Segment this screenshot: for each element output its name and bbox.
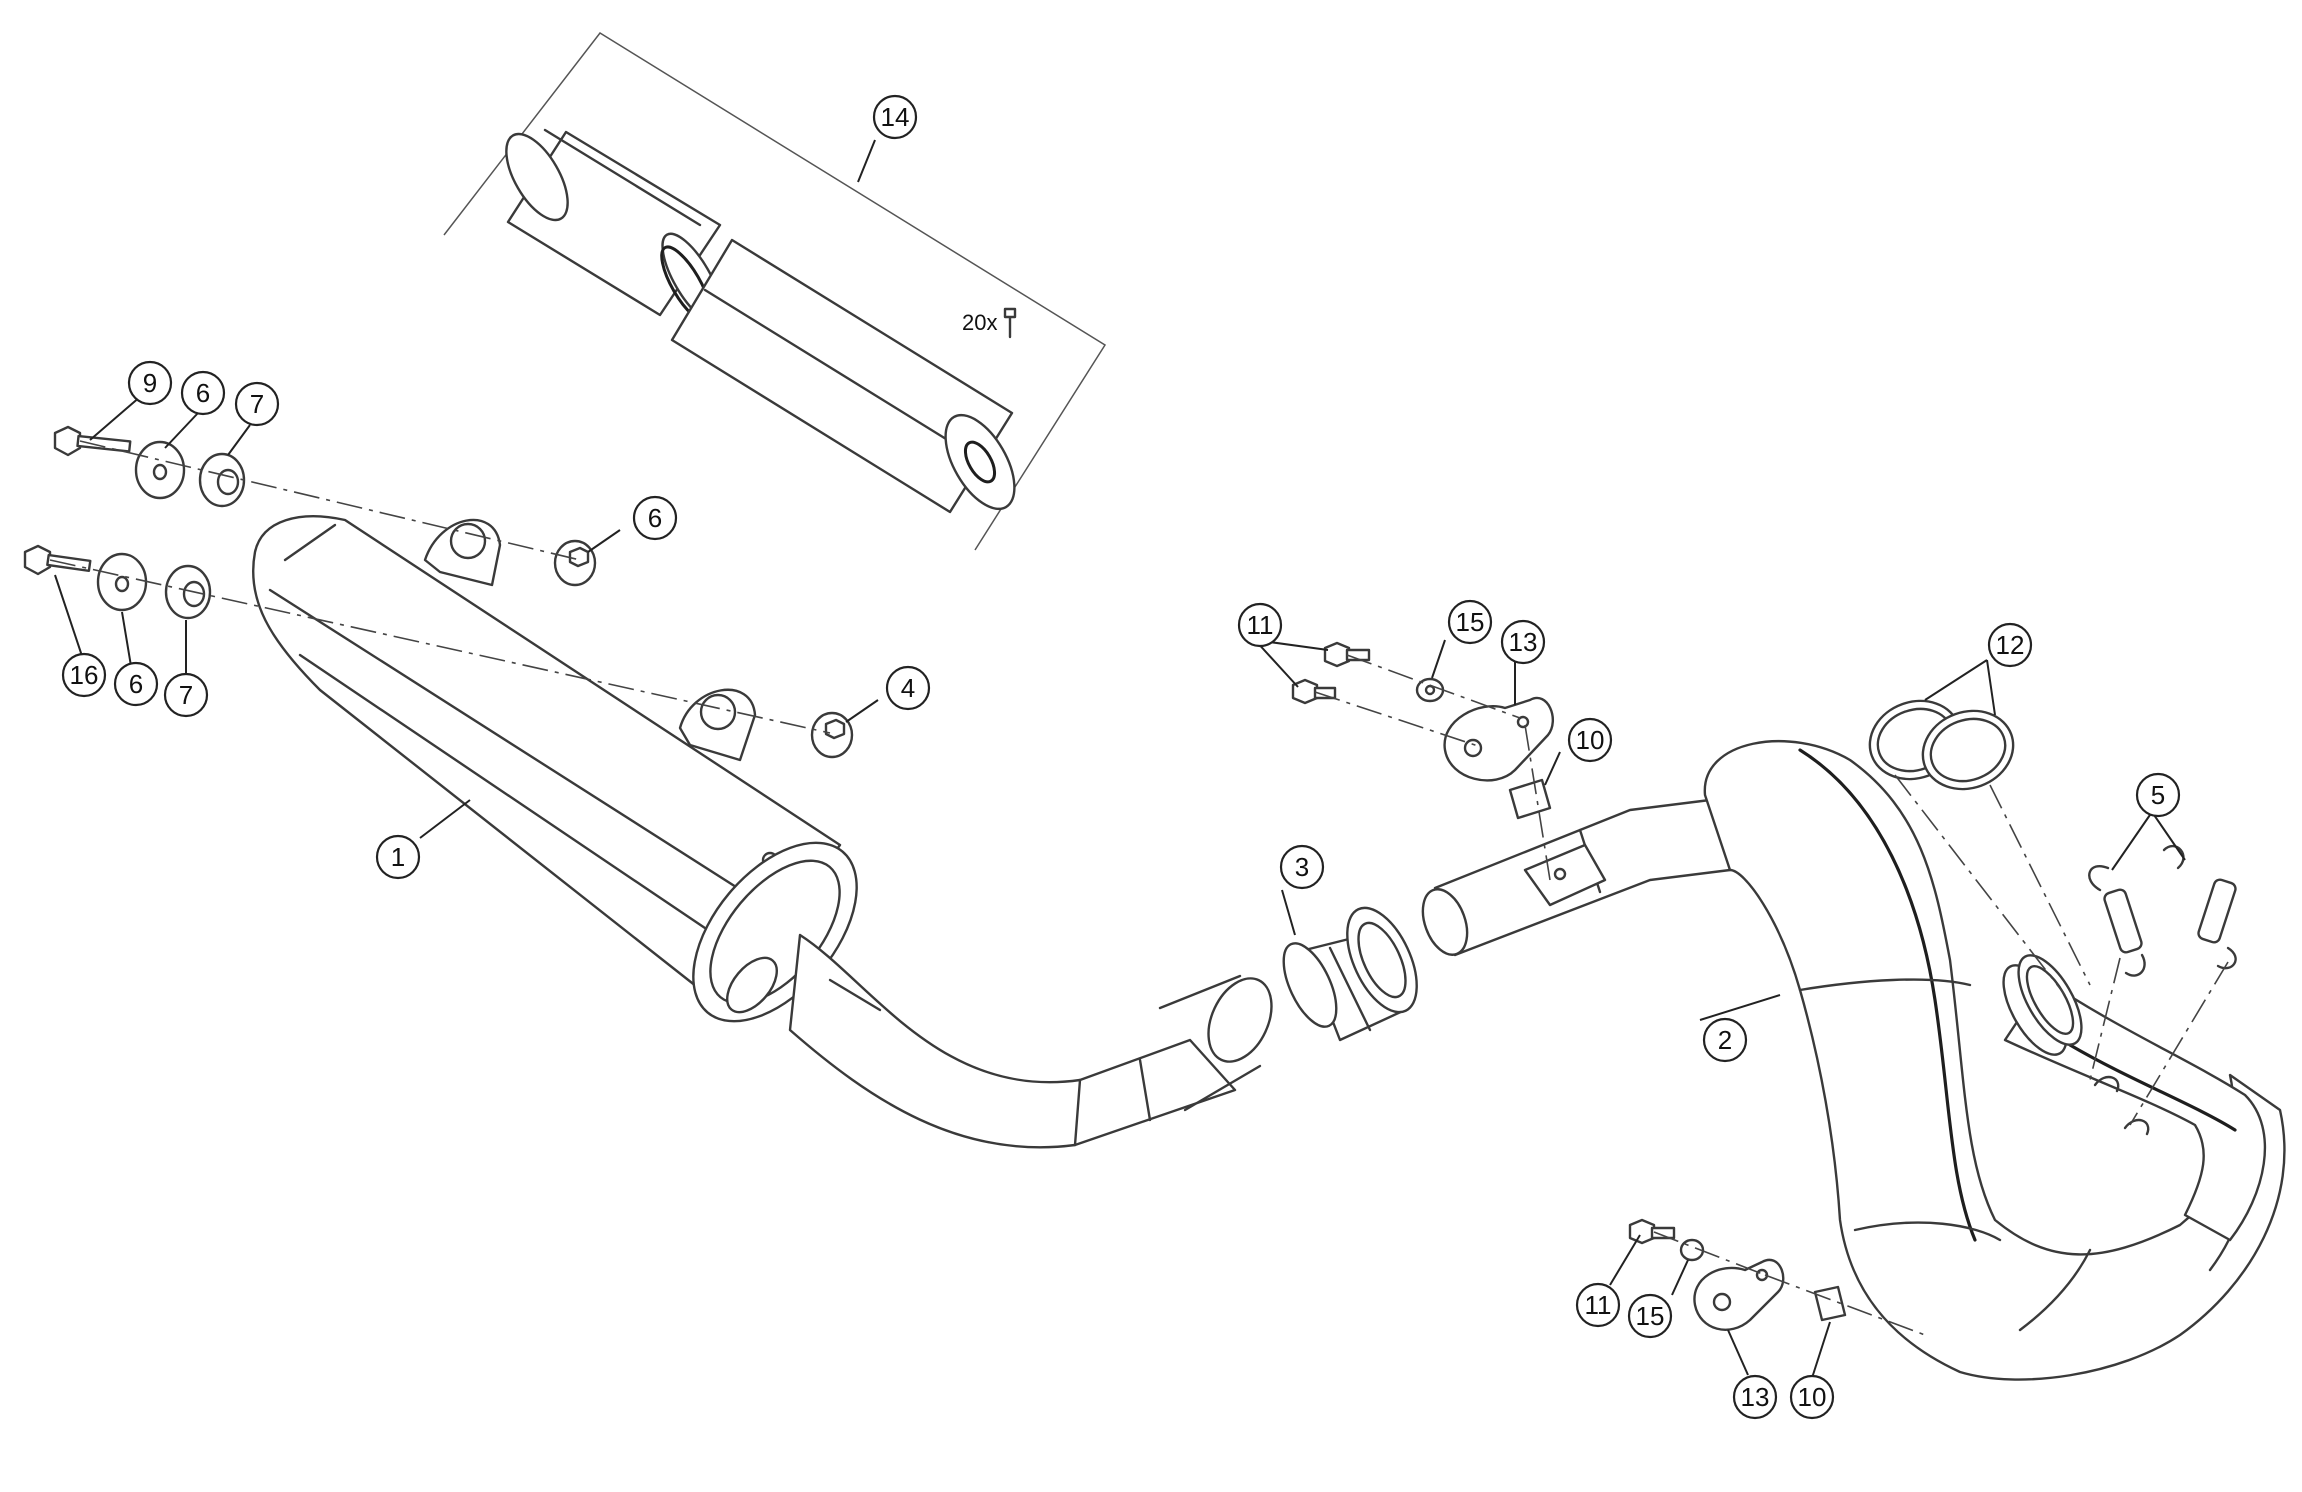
svg-text:13: 13 (1741, 1382, 1770, 1412)
svg-text:1: 1 (391, 842, 405, 872)
assembly-lines (49, 440, 2229, 1336)
svg-text:7: 7 (179, 680, 193, 710)
bolt-upper (53, 425, 132, 457)
packing-tube-lower (670, 238, 1016, 514)
callout-12: 12 (1987, 622, 2033, 668)
silencer (251, 515, 858, 1023)
callout-9: 9 (127, 360, 173, 406)
svg-text:13: 13 (1509, 627, 1538, 657)
callout-4: 4 (885, 665, 931, 711)
washer-front-lower (810, 711, 854, 759)
header-mount-hardware-upper (1291, 641, 1554, 820)
grommet-upper (198, 452, 246, 508)
svg-text:4: 4 (901, 673, 915, 703)
callout-7-lower: 7 (163, 672, 209, 718)
callout-10-upper: 10 (1567, 717, 1613, 763)
svg-text:16: 16 (70, 660, 99, 690)
svg-text:11: 11 (1247, 610, 1274, 640)
mid-pipe (788, 933, 1273, 1149)
callout-6-lower: 6 (113, 661, 159, 707)
exhaust-gaskets (1868, 699, 2015, 791)
rivet-quantity-note: 20x (962, 310, 997, 335)
svg-text:10: 10 (1798, 1382, 1827, 1412)
callout-14: 14 (872, 94, 918, 140)
silencer-mount-hardware (23, 425, 854, 759)
packing-kit-inset: 20x (443, 32, 1107, 551)
svg-text:15: 15 (1636, 1301, 1665, 1331)
washer-front-upper (553, 539, 597, 587)
callout-3: 3 (1279, 844, 1325, 890)
callout-13-lower: 13 (1732, 1374, 1778, 1420)
svg-text:6: 6 (648, 503, 662, 533)
callout-15-lower: 15 (1627, 1293, 1673, 1339)
washer-upper (134, 440, 186, 500)
svg-text:10: 10 (1576, 725, 1605, 755)
callout-2: 2 (1702, 1017, 1748, 1063)
callout-11-lower: 11 (1575, 1282, 1621, 1328)
callout-16: 16 (61, 652, 107, 698)
svg-text:6: 6 (196, 378, 210, 408)
callout-11-upper: 11 (1237, 602, 1283, 648)
bolt-lower (23, 544, 92, 576)
svg-text:3: 3 (1295, 852, 1309, 882)
svg-text:12: 12 (1996, 630, 2025, 660)
leader-lines (54, 139, 2186, 1379)
svg-text:9: 9 (143, 368, 157, 398)
callout-5: 5 (2135, 772, 2181, 818)
callout-10-lower: 10 (1789, 1374, 1835, 1420)
rivet-icon (1003, 307, 1017, 339)
svg-text:2: 2 (1718, 1025, 1732, 1055)
svg-text:11: 11 (1585, 1290, 1612, 1320)
callout-1: 1 (375, 834, 421, 880)
callout-13-upper: 13 (1500, 619, 1546, 665)
callout-6-upper: 6 (180, 370, 226, 416)
pipe-seal (1282, 906, 1418, 1042)
svg-text:14: 14 (881, 102, 910, 132)
svg-text:6: 6 (129, 669, 143, 699)
grommet-lower (164, 564, 212, 620)
exhaust-springs (2088, 844, 2237, 977)
svg-text:15: 15 (1456, 607, 1485, 637)
header-pipe (1421, 740, 2286, 1381)
washer-lower (96, 552, 148, 612)
svg-text:5: 5 (2151, 780, 2165, 810)
callout-15-upper: 15 (1447, 599, 1493, 645)
callout-6-front: 6 (632, 495, 678, 541)
svg-text:7: 7 (250, 389, 264, 419)
callout-7-upper: 7 (234, 381, 280, 427)
